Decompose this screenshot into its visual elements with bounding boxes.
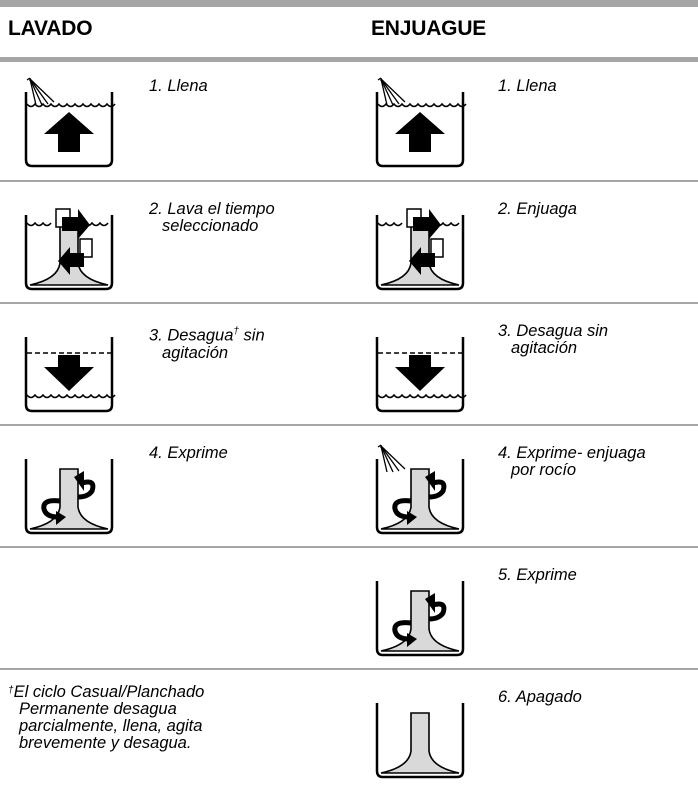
tub-agitate-icon [22, 195, 118, 291]
header-rule [0, 57, 698, 62]
lavado-step-1: 1. Llena [149, 77, 208, 95]
tub-spray-spin-icon [373, 439, 469, 535]
tub-spin-icon [22, 439, 118, 535]
enjuague-step-4: 4. Exprime- enjuaga por rocío [498, 444, 646, 479]
tub-fill-icon [22, 72, 118, 168]
tub-fill-icon [373, 72, 469, 168]
tub-drain-icon [373, 317, 469, 413]
top-rule [0, 0, 698, 7]
tub-drain-icon [22, 317, 118, 413]
row-divider [0, 180, 698, 182]
row-divider [0, 302, 698, 304]
tub-spin-icon [373, 561, 469, 657]
lavado-step-4: 4. Exprime [149, 444, 228, 462]
enjuague-step-2: 2. Enjuaga [498, 200, 577, 218]
enjuague-step-5: 5. Exprime [498, 566, 577, 584]
header-lavado: LAVADO [8, 17, 93, 40]
header-enjuague: ENJUAGUE [371, 17, 487, 40]
tub-off-icon [373, 683, 469, 779]
enjuague-step-3: 3. Desagua sin agitación [498, 322, 609, 357]
tub-agitate-icon [373, 195, 469, 291]
enjuague-step-6: 6. Apagado [498, 688, 582, 706]
enjuague-step-1: 1. Llena [498, 77, 557, 95]
row-divider [0, 424, 698, 426]
lavado-step-3: 3. Desagua† sin agitación [149, 326, 265, 362]
row-divider [0, 668, 698, 670]
footnote: †El ciclo Casual/Planchado Permanente de… [8, 683, 205, 752]
row-divider [0, 546, 698, 548]
lavado-step-2: 2. Lava el tiempo seleccionado [149, 200, 275, 235]
